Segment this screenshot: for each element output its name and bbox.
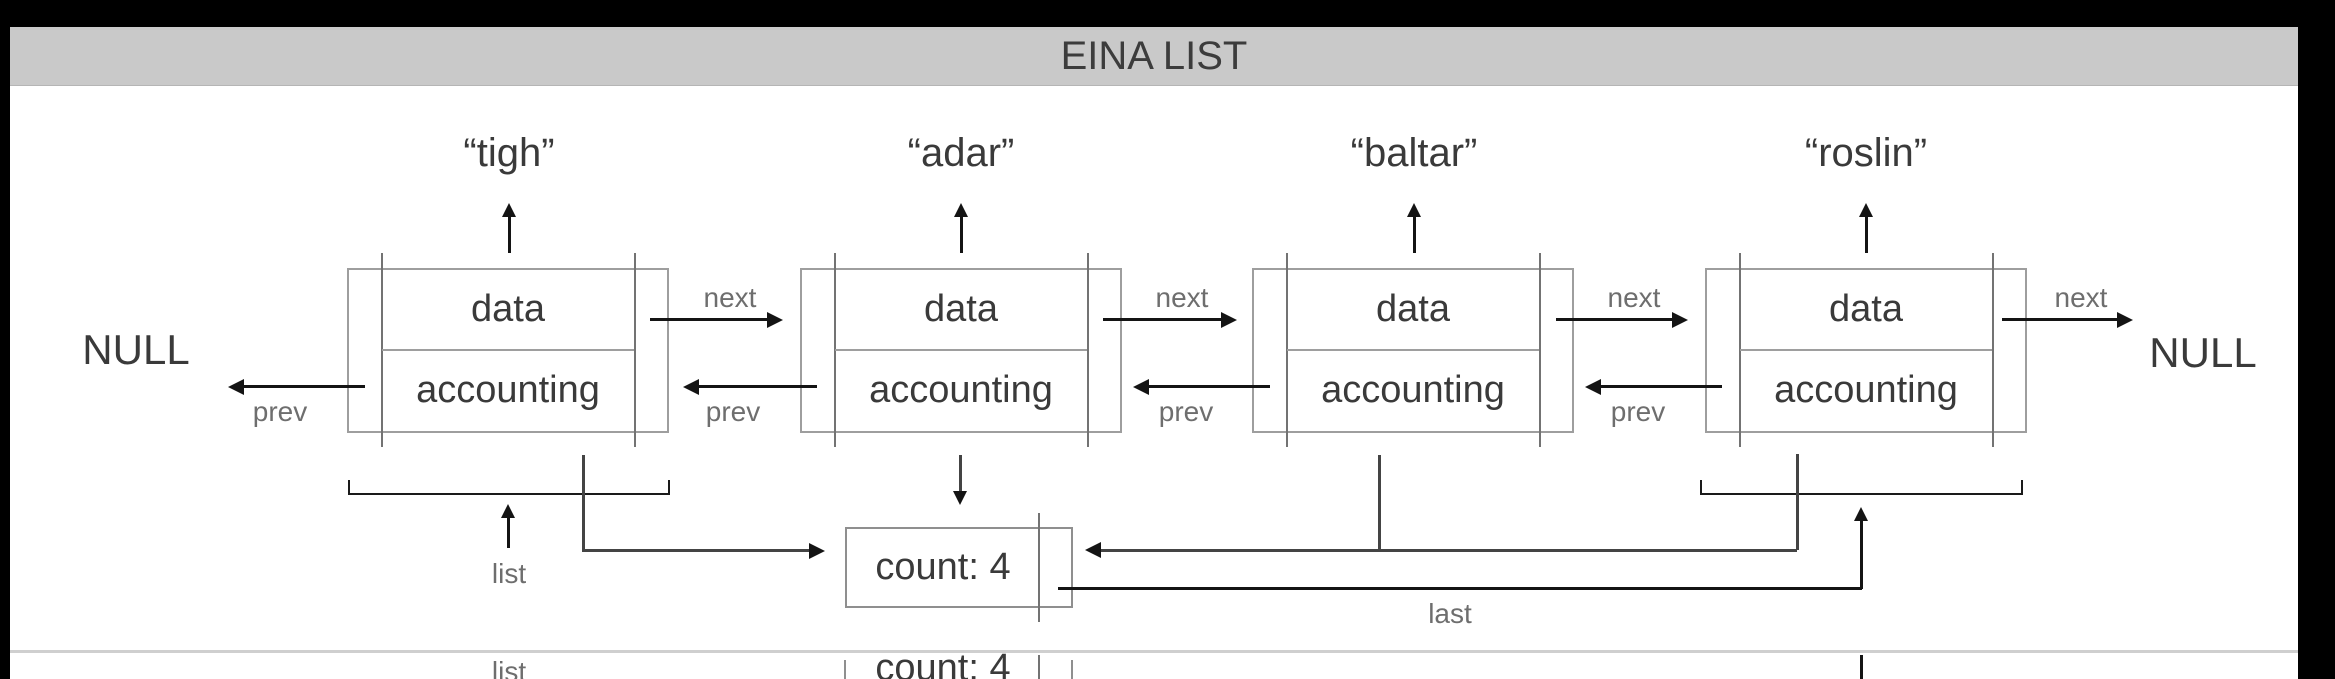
next-arrow-line (2002, 318, 2119, 321)
node-row-separator (1740, 349, 1992, 351)
node-row-separator (382, 349, 634, 351)
prev-arrow-line (1601, 385, 1722, 388)
next-arrow-line (650, 318, 770, 321)
second-copy-box-edge (1071, 660, 1073, 679)
data-pointer-arrowhead (502, 203, 516, 217)
list-node-adar: data accounting (800, 253, 1122, 447)
data-cell: data (1376, 288, 1450, 330)
next-arrowhead (2117, 312, 2133, 328)
prev-label: prev (705, 396, 761, 427)
second-copy-last-line (1860, 655, 1863, 679)
next-arrow-line (1556, 318, 1676, 321)
list-arrow-line (507, 516, 510, 548)
next-label: next (1607, 282, 1661, 313)
prev-arrowhead (683, 379, 699, 395)
data-cell: data (471, 288, 545, 330)
next-label: next (703, 282, 757, 313)
next-arrowhead (1221, 312, 1237, 328)
node-cell-divider (634, 253, 636, 447)
node-outer-box (347, 268, 669, 433)
last-arrow-line (1860, 520, 1863, 589)
node-name-roslin: “roslin” (1804, 131, 1928, 175)
prev-arrowhead (1585, 379, 1601, 395)
prev-arrow-line (1149, 385, 1270, 388)
node-row-separator (1287, 349, 1539, 351)
data-pointer-line (508, 216, 511, 253)
list-node-baltar: data accounting (1252, 253, 1574, 447)
accounting-cell: accounting (1321, 369, 1505, 411)
prev-label: prev (1610, 396, 1666, 427)
last-arrow-line (1058, 587, 1862, 590)
data-pointer-arrowhead (954, 203, 968, 217)
node-outer-box (800, 268, 1122, 433)
prev-arrow-line (244, 385, 365, 388)
null-left-label: NULL (82, 326, 190, 373)
second-copy-count-value: count: 4 (875, 647, 1011, 679)
last-node-bracket (1700, 480, 2023, 495)
data-pointer-line (960, 216, 963, 253)
data-pointer-line (1413, 216, 1416, 253)
next-arrowhead (1672, 312, 1688, 328)
last-arrowhead (1854, 507, 1868, 521)
accounting-box-divider (1038, 513, 1040, 622)
list-label: list (491, 558, 527, 589)
node-name-adar: “adar” (907, 131, 1015, 175)
node-outer-box (1252, 268, 1574, 433)
list-node-tigh: data accounting (347, 253, 669, 447)
next-arrowhead (767, 312, 783, 328)
list-arrowhead (501, 504, 515, 518)
image-bottom-border (10, 650, 2298, 653)
node-cell-divider (1992, 253, 1994, 447)
accounting-link-arrowhead (953, 491, 967, 505)
accounting-cell: accounting (869, 369, 1053, 411)
diagram-title-bar: EINA LIST (10, 27, 2298, 86)
first-node-bracket (348, 480, 670, 495)
data-cell: data (924, 288, 998, 330)
node-cell-divider (1539, 253, 1541, 447)
prev-label: prev (1158, 396, 1214, 427)
next-label: next (2054, 282, 2108, 313)
data-cell: data (1829, 288, 1903, 330)
node-outer-box (1705, 268, 2027, 433)
accounting-link-line (1796, 454, 1799, 550)
second-copy-box-divider (1038, 655, 1040, 679)
list-node-roslin: data accounting (1705, 253, 2027, 447)
next-label: next (1155, 282, 1209, 313)
accounting-cell: accounting (1774, 369, 1958, 411)
diagram-page: EINA LIST NULL NULL “tigh” “adar” “balta… (10, 27, 2298, 679)
page-title: EINA LIST (1060, 34, 1248, 78)
node-row-separator (835, 349, 1087, 351)
last-label: last (1428, 598, 1472, 629)
prev-arrowhead (228, 379, 244, 395)
accounting-link-line (1101, 549, 1797, 552)
accounting-cell: accounting (416, 369, 600, 411)
accounting-link-line (959, 455, 962, 492)
accounting-link-line (582, 549, 810, 552)
count-value: count: 4 (875, 546, 1011, 588)
node-name-tigh: “tigh” (463, 131, 555, 175)
prev-arrow-line (699, 385, 817, 388)
prev-arrowhead (1133, 379, 1149, 395)
node-name-baltar: “baltar” (1350, 131, 1478, 175)
data-pointer-arrowhead (1407, 203, 1421, 217)
accounting-link-line (582, 455, 585, 551)
accounting-link-line (1378, 455, 1381, 550)
accounting-link-arrowhead (1085, 542, 1101, 558)
accounting-link-arrowhead (809, 543, 825, 559)
data-pointer-line (1865, 216, 1868, 253)
second-copy-box-edge (844, 660, 846, 679)
second-copy-list-label: list (491, 656, 527, 679)
next-arrow-line (1103, 318, 1223, 321)
null-right-label: NULL (2149, 329, 2257, 376)
data-pointer-arrowhead (1859, 203, 1873, 217)
accounting-box (845, 527, 1073, 608)
prev-label: prev (252, 396, 308, 427)
node-cell-divider (1087, 253, 1089, 447)
